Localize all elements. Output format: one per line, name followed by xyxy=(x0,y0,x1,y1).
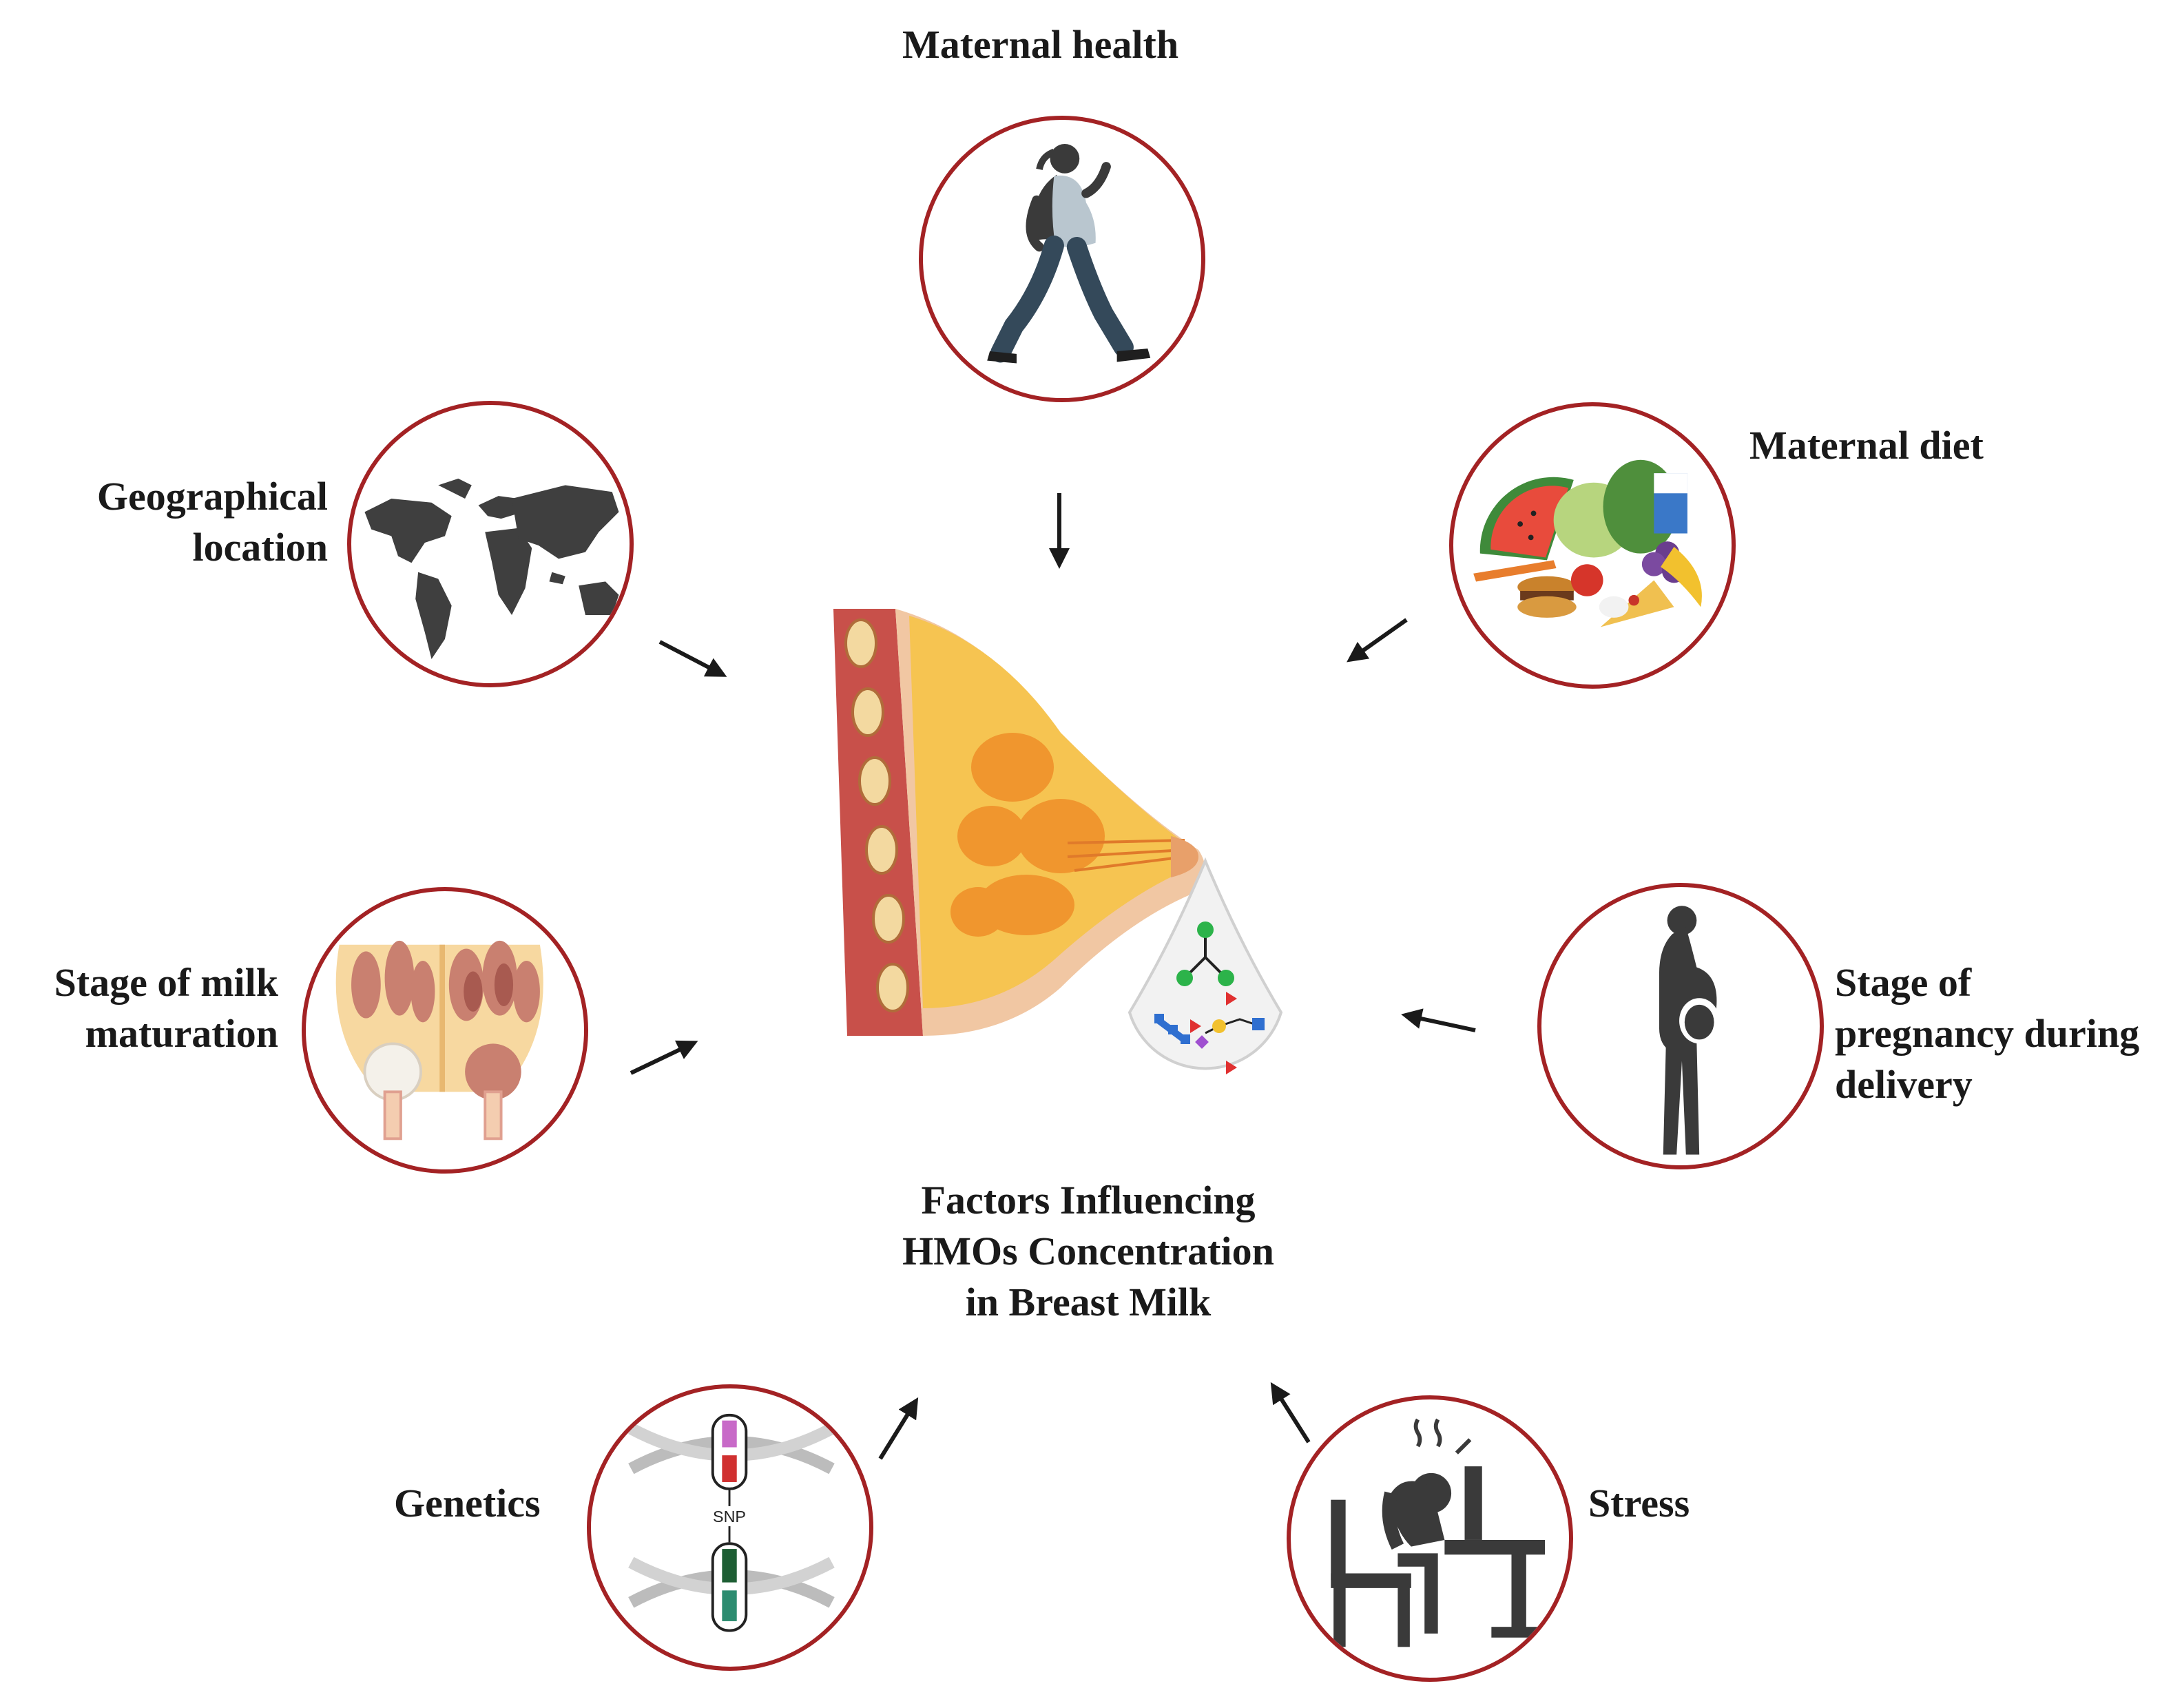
world-map-icon xyxy=(364,478,619,660)
arrow-stage-pregnancy xyxy=(1401,1008,1476,1032)
snp-label: SNP xyxy=(713,1508,746,1525)
genetics-circle: SNP xyxy=(587,1384,873,1671)
label-geographical-location: Geographical location xyxy=(96,474,328,570)
label-genetics: Genetics xyxy=(394,1481,541,1525)
maternal-diet-circle xyxy=(1449,402,1736,689)
milk-maturation-circle xyxy=(302,887,588,1174)
label-stage-pregnancy: Stage of pregnancy during delivery xyxy=(1835,960,2140,1107)
arrow-stress xyxy=(1270,1382,1311,1444)
mammary-gland-icon xyxy=(335,940,543,1141)
arrow-maternal-diet xyxy=(1347,618,1408,663)
label-maternal-diet: Maternal diet xyxy=(1749,423,1984,468)
milk-drop-icon xyxy=(1128,857,1283,1074)
pregnant-silhouette-icon xyxy=(1659,906,1720,1155)
label-maternal-health: Maternal health xyxy=(902,22,1179,67)
food-icon xyxy=(1473,459,1702,627)
walking-pregnant-woman-icon xyxy=(987,143,1151,364)
stressed-person-icon xyxy=(1331,1418,1546,1647)
center-title: Factors Influencing HMOs Concentration i… xyxy=(902,1178,1274,1324)
dna-snp-icon: SNP xyxy=(628,1413,835,1632)
arrow-milk-maturation xyxy=(630,1040,698,1075)
maternal-health-circle xyxy=(919,116,1205,402)
label-stage-milk-maturation: Stage of milk maturation xyxy=(54,960,278,1056)
arrow-geographical-location xyxy=(658,640,727,677)
stress-circle xyxy=(1287,1395,1573,1682)
arrow-genetics xyxy=(878,1397,919,1460)
label-stress: Stress xyxy=(1588,1481,1690,1525)
geographical-location-circle xyxy=(347,401,634,687)
stage-pregnancy-circle xyxy=(1537,883,1824,1169)
breast-anatomy-icon xyxy=(833,609,1205,1036)
